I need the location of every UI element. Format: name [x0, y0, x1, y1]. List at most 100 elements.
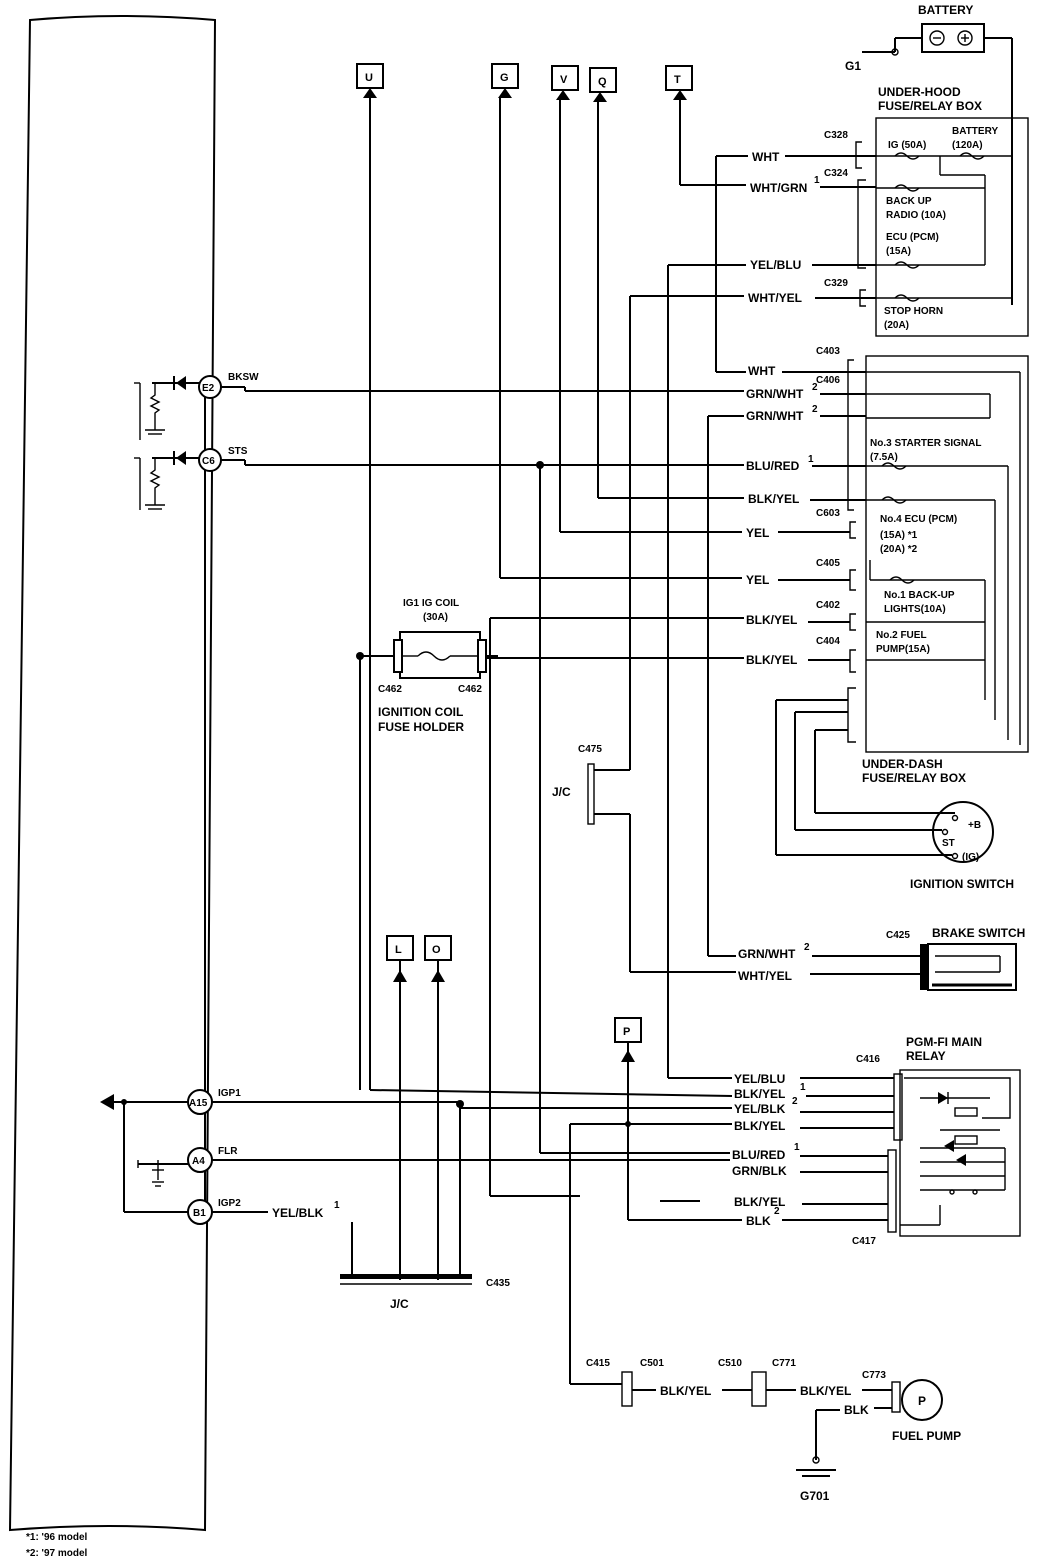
- svg-text:C773: C773: [862, 1370, 886, 1381]
- svg-text:BLU/RED: BLU/RED: [746, 459, 800, 473]
- svg-text:BLK/YEL: BLK/YEL: [734, 1119, 785, 1133]
- svg-text:1: 1: [334, 1200, 340, 1211]
- svg-text:2: 2: [812, 382, 818, 393]
- svg-text:C603: C603: [816, 508, 840, 519]
- svg-text:BLK/YEL: BLK/YEL: [746, 653, 797, 667]
- svg-text:BACK UP: BACK UP: [886, 196, 932, 207]
- brake-switch: BRAKE SWITCH C425 GRN/WHT 2 WHT/YEL: [630, 926, 1025, 991]
- svg-text:BLU/RED: BLU/RED: [732, 1148, 786, 1162]
- svg-text:No.3 STARTER SIGNAL: No.3 STARTER SIGNAL: [870, 438, 981, 449]
- svg-text:(IG): (IG): [962, 852, 979, 863]
- svg-text:+B: +B: [968, 820, 981, 831]
- svg-text:C415: C415: [586, 1358, 610, 1369]
- ref-p: P: [614, 1017, 642, 1220]
- svg-text:BLK/YEL: BLK/YEL: [800, 1384, 851, 1398]
- svg-text:YEL: YEL: [746, 573, 769, 587]
- ignition-coil-fuse-holder: IG1 IG COIL (30A) C462 C462 IGNITION COI…: [356, 598, 498, 1090]
- svg-text:L: L: [395, 944, 402, 956]
- svg-text:(15A) *1: (15A) *1: [880, 530, 918, 541]
- svg-text:J/C: J/C: [390, 1297, 409, 1311]
- svg-text:YEL: YEL: [746, 526, 769, 540]
- svg-text:STOP HORN: STOP HORN: [884, 306, 943, 317]
- svg-text:BLK: BLK: [844, 1403, 869, 1417]
- jc-c475: C475 J/C: [552, 744, 631, 972]
- footnote-2: *2: '97 model: [26, 1548, 88, 1559]
- svg-text:YEL/BLK: YEL/BLK: [272, 1206, 324, 1220]
- svg-text:1: 1: [794, 1142, 800, 1153]
- svg-text:WHT/YEL: WHT/YEL: [748, 291, 802, 305]
- svg-text:C405: C405: [816, 558, 840, 569]
- ref-g: G: [491, 63, 519, 578]
- svg-text:2: 2: [792, 1096, 798, 1107]
- svg-text:BLK/YEL: BLK/YEL: [734, 1087, 785, 1101]
- svg-text:(30A): (30A): [423, 612, 448, 623]
- svg-text:P: P: [623, 1026, 630, 1038]
- svg-text:WHT/GRN: WHT/GRN: [750, 181, 807, 195]
- svg-text:C417: C417: [852, 1236, 876, 1247]
- svg-text:C416: C416: [856, 1054, 880, 1065]
- svg-text:IGNITION COIL: IGNITION COIL: [378, 705, 463, 719]
- svg-text:C403: C403: [816, 346, 840, 357]
- footnote-1: *1: '96 model: [26, 1532, 88, 1543]
- svg-text:(15A): (15A): [886, 246, 911, 257]
- svg-text:(120A): (120A): [952, 140, 983, 151]
- svg-text:E2: E2: [202, 383, 215, 394]
- svg-text:C510: C510: [718, 1358, 742, 1369]
- svg-text:C501: C501: [640, 1358, 664, 1369]
- svg-text:C402: C402: [816, 600, 840, 611]
- svg-text:GRN/WHT: GRN/WHT: [738, 947, 796, 961]
- underdash-wires: WHT GRN/WHT 2 GRN/WHT 2 BLU/RED 1 BLK/YE…: [245, 364, 866, 1196]
- svg-text:G701: G701: [800, 1489, 830, 1503]
- svg-text:YEL/BLU: YEL/BLU: [734, 1072, 785, 1086]
- svg-text:GRN/WHT: GRN/WHT: [746, 409, 804, 423]
- svg-text:UNDER-DASH: UNDER-DASH: [862, 757, 943, 771]
- pcm-body: [8, 15, 217, 1532]
- svg-text:BLK/YEL: BLK/YEL: [734, 1195, 785, 1209]
- footnotes: *1: '96 model *2: '97 model: [26, 1532, 88, 1559]
- svg-text:YEL/BLU: YEL/BLU: [750, 258, 801, 272]
- svg-text:PUMP(15A): PUMP(15A): [876, 644, 930, 655]
- svg-text:C462: C462: [458, 684, 482, 695]
- underdash-connectors: C403 C406 C603 C405 C402 C404: [816, 346, 856, 743]
- svg-text:RADIO (10A): RADIO (10A): [886, 210, 946, 221]
- svg-text:C328: C328: [824, 130, 848, 141]
- svg-text:A4: A4: [192, 1156, 205, 1167]
- ref-l: L: [386, 935, 414, 1280]
- svg-text:BLK/YEL: BLK/YEL: [748, 492, 799, 506]
- svg-text:IGNITION SWITCH: IGNITION SWITCH: [910, 877, 1014, 891]
- svg-text:C324: C324: [824, 168, 848, 179]
- svg-text:WHT/YEL: WHT/YEL: [738, 969, 792, 983]
- svg-text:FUSE/RELAY BOX: FUSE/RELAY BOX: [862, 771, 966, 785]
- svg-text:2: 2: [812, 404, 818, 415]
- pin-e2: E2 BKSW: [134, 372, 259, 440]
- ref-v: V: [551, 65, 579, 532]
- svg-text:FUEL PUMP: FUEL PUMP: [892, 1429, 961, 1443]
- svg-text:UNDER-HOOD: UNDER-HOOD: [878, 85, 961, 99]
- ground-g1: G1: [845, 59, 861, 73]
- fuel-pump-circuit: C415 C501 BLK/YEL C510 C771 BLK/YEL C773…: [570, 1358, 961, 1503]
- svg-text:C435: C435: [486, 1278, 510, 1289]
- pin-c6: C6 STS: [134, 446, 248, 510]
- underhood-wires: WHT WHT/GRN 1 YEL/BLU WHT/YEL: [629, 98, 876, 1078]
- svg-text:P: P: [918, 1394, 926, 1408]
- main-relay-wires: YEL/BLU BLK/YEL 1 YEL/BLK 2 BLK/YEL BLU/…: [369, 1072, 894, 1384]
- svg-text:O: O: [432, 944, 441, 956]
- svg-text:ST: ST: [942, 838, 955, 849]
- svg-text:YEL/BLK: YEL/BLK: [734, 1102, 786, 1116]
- underdash-fuse-relay-box: No.3 STARTER SIGNAL (7.5A) No.4 ECU (PCM…: [862, 355, 1029, 785]
- ignition-switch: ST +B (IG) IGNITION SWITCH: [776, 801, 1014, 891]
- svg-text:T: T: [674, 74, 681, 86]
- svg-text:No.1 BACK-UP: No.1 BACK-UP: [884, 590, 955, 601]
- svg-text:2: 2: [804, 942, 810, 953]
- svg-text:BLK/YEL: BLK/YEL: [660, 1384, 711, 1398]
- ref-u: U: [356, 63, 384, 1090]
- svg-text:C425: C425: [886, 930, 910, 941]
- svg-text:(20A): (20A): [884, 320, 909, 331]
- svg-text:C406: C406: [816, 375, 840, 386]
- underhood-fuse-relay-box: UNDER-HOOD FUSE/RELAY BOX IG (50A) BATTE…: [875, 85, 1029, 337]
- svg-text:ECU (PCM): ECU (PCM): [886, 232, 939, 243]
- svg-text:No.4 ECU (PCM): No.4 ECU (PCM): [880, 514, 957, 525]
- svg-text:1: 1: [808, 454, 814, 465]
- svg-text:C404: C404: [816, 636, 840, 647]
